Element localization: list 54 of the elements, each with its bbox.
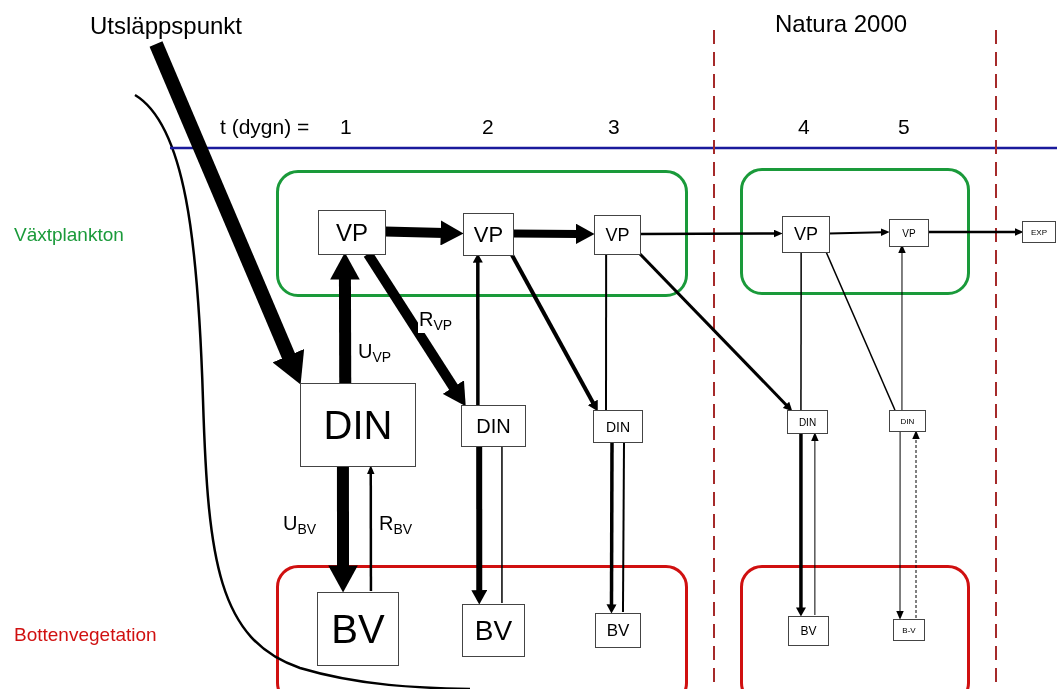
compartment-box: B-V	[893, 619, 925, 641]
arrow	[638, 252, 793, 412]
connector-line	[800, 251, 802, 411]
arrow	[896, 431, 904, 620]
row-label: Bottenvegetation	[14, 625, 157, 644]
compartment-box: BV	[462, 604, 525, 657]
row-label: Växtplankton	[14, 225, 124, 244]
source-label: Utsläppspunkt	[66, 8, 266, 44]
compartment-box: DIN	[787, 410, 828, 434]
arrow	[330, 252, 360, 384]
tick-label: 1	[340, 116, 352, 137]
arrow	[512, 223, 595, 245]
group-frame	[276, 170, 688, 297]
compartment-box: VP	[318, 210, 386, 255]
tick-label: 5	[898, 116, 910, 137]
arrow	[795, 434, 806, 617]
group-frame	[740, 168, 970, 295]
arrow	[912, 430, 920, 619]
arrow	[811, 432, 819, 616]
tick-label: 3	[608, 116, 620, 137]
compartment-box: VP	[594, 215, 641, 255]
axis-label: t (dygn) =	[220, 116, 310, 137]
compartment-box: VP	[889, 219, 929, 247]
arrow	[510, 254, 598, 412]
arrow	[898, 244, 906, 411]
tick-label: 2	[482, 116, 494, 137]
compartment-box: BV	[595, 613, 641, 648]
arrow	[928, 228, 1024, 236]
arrow	[472, 253, 483, 405]
compartment-box: BV	[788, 616, 829, 646]
compartment-box: BV	[317, 592, 399, 666]
arrow	[366, 465, 375, 591]
group-frame	[276, 565, 688, 689]
arrow	[384, 220, 464, 246]
compartment-box: DIN	[593, 410, 643, 443]
arrow	[606, 443, 617, 614]
connector-line	[501, 446, 503, 604]
connector-line	[622, 442, 625, 613]
arrow	[149, 41, 305, 385]
arrow	[328, 467, 358, 593]
tick-label: 4	[798, 116, 810, 137]
zone-label: Natura 2000	[775, 12, 908, 36]
arrow	[828, 228, 890, 237]
arrow	[471, 447, 488, 605]
compartment-box: EXP	[1022, 221, 1056, 243]
compartment-box: VP	[463, 213, 514, 256]
compartment-box: VP	[782, 216, 830, 253]
connector-line	[605, 253, 608, 411]
compartment-box: DIN	[300, 383, 416, 467]
compartment-box: DIN	[461, 405, 526, 447]
compartment-box: DIN	[889, 410, 926, 432]
arrow	[640, 229, 783, 238]
group-frame	[740, 565, 970, 689]
connector-line	[825, 251, 896, 411]
